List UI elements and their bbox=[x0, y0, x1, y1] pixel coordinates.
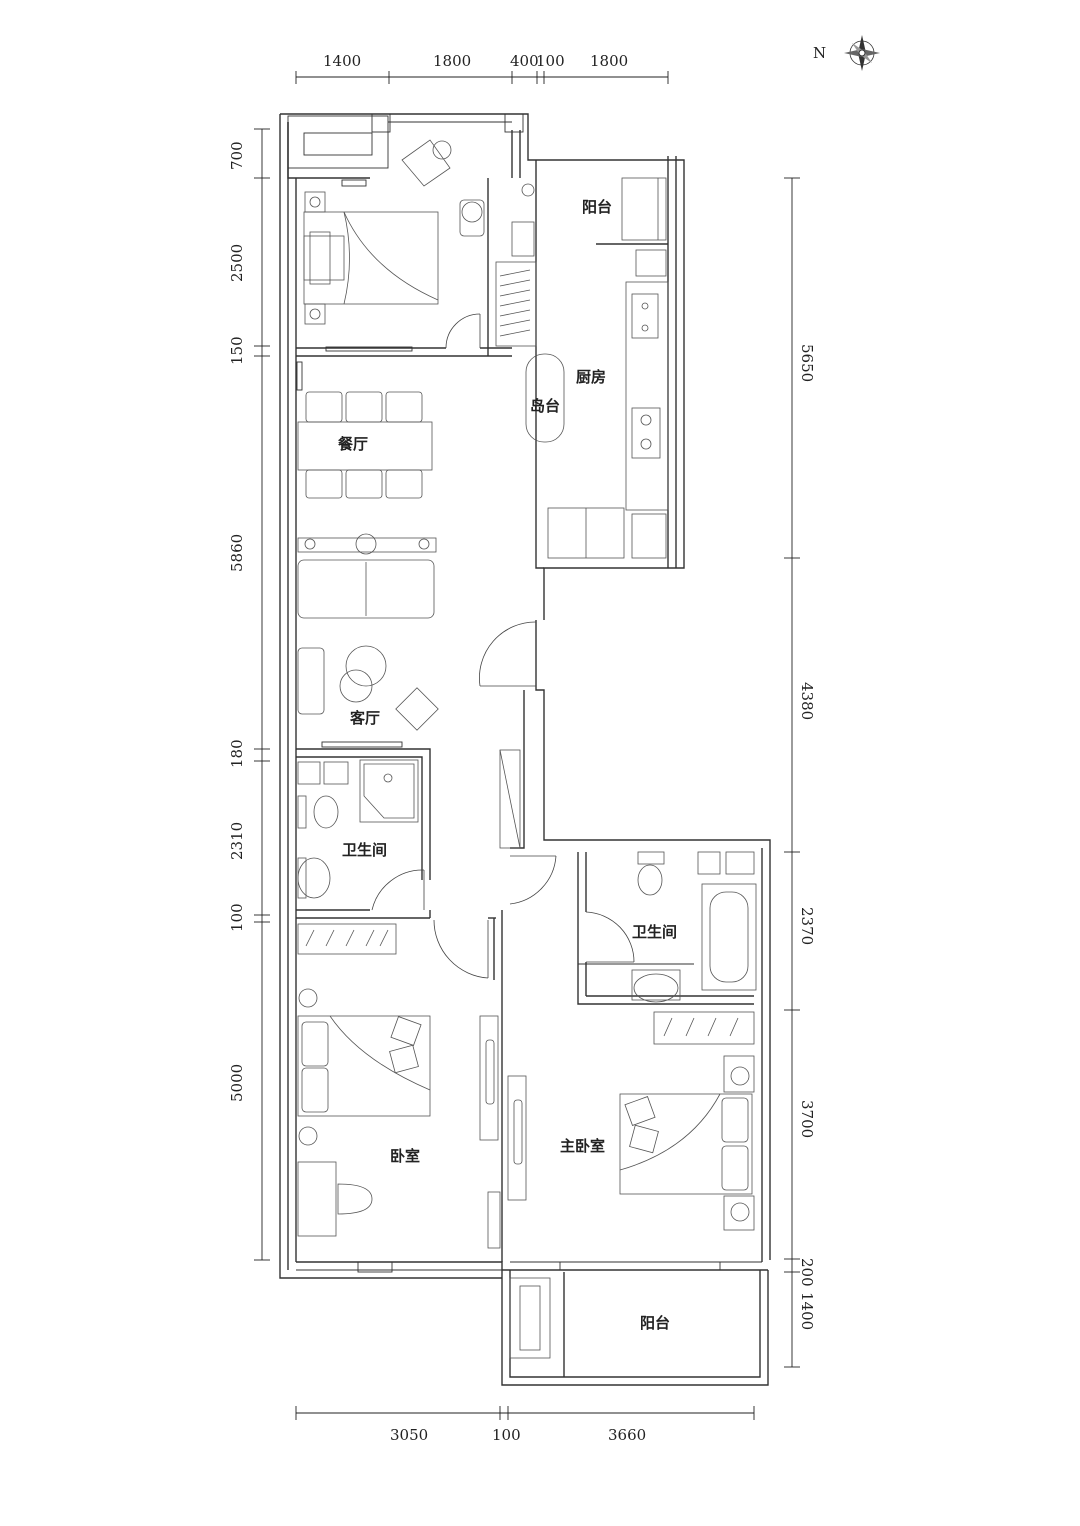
wardrobe-3 bbox=[653, 1011, 755, 1045]
coffee-table bbox=[345, 645, 387, 687]
bed bbox=[303, 211, 439, 305]
dim-bottom-2: 100 bbox=[492, 1426, 521, 1444]
dim-right-3: 2370 bbox=[798, 907, 816, 945]
room-balcony-north: 阳台 bbox=[582, 198, 612, 216]
dimension-right: 5650 4380 2370 3700 200 1400 bbox=[784, 177, 816, 1368]
washbasin-icon bbox=[297, 857, 331, 899]
dim-top-5: 1800 bbox=[590, 52, 628, 70]
tv-console bbox=[297, 647, 325, 715]
master-bedroom: 主卧室 bbox=[507, 1011, 755, 1271]
dim-right-4: 3700 bbox=[798, 1100, 816, 1138]
dim-left-1: 700 bbox=[228, 141, 246, 170]
bathtub bbox=[701, 883, 757, 991]
nightstand-2-icon bbox=[298, 988, 318, 1008]
right-bathroom: 卫生间 bbox=[577, 851, 757, 1005]
dim-top-1: 1400 bbox=[323, 52, 361, 70]
dim-left-2: 2500 bbox=[228, 244, 246, 282]
room-bath-right: 卫生间 bbox=[632, 923, 677, 941]
north-bedroom bbox=[296, 139, 512, 357]
room-living: 客厅 bbox=[349, 709, 380, 727]
wardrobe-2 bbox=[297, 923, 397, 955]
nightstand-icon bbox=[304, 191, 326, 325]
dim-bottom-3: 3660 bbox=[608, 1426, 646, 1444]
dim-right-2: 4380 bbox=[798, 682, 816, 720]
desk-chair-2 bbox=[337, 1183, 373, 1215]
plant-icon bbox=[355, 533, 377, 555]
room-dining: 餐厅 bbox=[338, 435, 368, 453]
living-room: 客厅 bbox=[297, 533, 537, 748]
dim-right-5: 200 bbox=[798, 1258, 816, 1287]
bed-2 bbox=[297, 1015, 431, 1117]
dining-area: 餐厅 bbox=[296, 361, 433, 499]
compass-north-label: N bbox=[813, 44, 826, 62]
wall-radiator-2 bbox=[296, 361, 303, 391]
dimension-left: 700 2500 150 5860 180 2310 100 5000 bbox=[228, 128, 270, 1261]
dim-top-2: 1800 bbox=[433, 52, 471, 70]
kitchen-balcony: 阳台 bbox=[582, 177, 668, 277]
nightstand-3-icon bbox=[730, 1066, 750, 1086]
ottoman bbox=[395, 687, 439, 731]
tv-cabinet bbox=[507, 1075, 527, 1201]
dim-left-3: 150 bbox=[228, 336, 246, 365]
room-island: 岛台 bbox=[530, 397, 560, 415]
desk-chair bbox=[459, 199, 485, 237]
shower-tray bbox=[359, 759, 419, 823]
dim-left-8: 5000 bbox=[228, 1064, 246, 1102]
armchair bbox=[401, 139, 452, 187]
island-counter bbox=[525, 353, 565, 443]
sink-icon bbox=[631, 293, 659, 339]
master-bed bbox=[619, 1093, 753, 1195]
dim-bottom-1: 3050 bbox=[390, 1426, 428, 1444]
dimension-top: 1400 1800 400 100 1800 bbox=[295, 52, 669, 84]
compass-rose-icon bbox=[844, 35, 880, 71]
dim-top-3: 400 bbox=[510, 52, 539, 70]
toilet-icon bbox=[313, 795, 339, 829]
washbasin-2-icon bbox=[633, 973, 679, 1003]
bedroom: 卧室 bbox=[296, 910, 503, 1273]
room-kitchen: 厨房 bbox=[576, 368, 606, 386]
room-bath-left: 卫生间 bbox=[342, 841, 387, 859]
compass: N bbox=[813, 35, 880, 71]
wardrobe bbox=[495, 183, 537, 347]
dim-right-6: 1400 bbox=[798, 1292, 816, 1330]
cooktop-icon bbox=[631, 407, 661, 459]
kitchen: 厨房 岛台 bbox=[525, 281, 669, 559]
dim-top-4: 100 bbox=[536, 52, 565, 70]
dim-left-6: 2310 bbox=[228, 822, 246, 860]
room-master-bedroom: 主卧室 bbox=[560, 1137, 605, 1155]
room-balcony-south: 阳台 bbox=[640, 1314, 670, 1332]
dim-left-5: 180 bbox=[228, 739, 246, 768]
sofa bbox=[297, 559, 435, 619]
dim-right-1: 5650 bbox=[798, 344, 816, 382]
toilet-2-icon bbox=[637, 864, 663, 896]
counter bbox=[625, 281, 669, 511]
corridor bbox=[499, 749, 557, 905]
dimension-bottom: 3050 100 3660 bbox=[295, 1406, 755, 1444]
left-bathroom: 卫生间 bbox=[296, 748, 431, 919]
desk bbox=[297, 1161, 337, 1237]
south-balcony: 阳台 bbox=[509, 1272, 670, 1377]
dim-left-7: 100 bbox=[228, 903, 246, 932]
washing-machine bbox=[621, 177, 667, 241]
room-bedroom: 卧室 bbox=[390, 1147, 420, 1165]
dim-left-4: 5860 bbox=[228, 534, 246, 572]
window-strip bbox=[325, 346, 413, 352]
wall-radiator bbox=[341, 179, 367, 187]
